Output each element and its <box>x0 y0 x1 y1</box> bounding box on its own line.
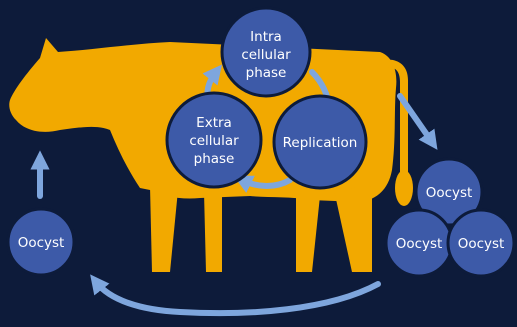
node-extra-cellular: Extra cellular phase <box>167 93 261 187</box>
node-oocyst-far-right: Oocyst <box>448 210 514 276</box>
cow-leg-front-1 <box>150 186 178 272</box>
cow-leg-hind-2 <box>334 186 372 272</box>
cow-leg-hind-1 <box>296 196 320 272</box>
extra-line-1: Extra <box>196 115 232 131</box>
cow-tail-tuft <box>395 170 413 206</box>
oocyst-left-label: Oocyst <box>18 235 65 251</box>
arrow-oocyst-to-left <box>96 282 378 313</box>
intra-line-3: phase <box>246 65 287 81</box>
node-oocyst-left: Oocyst <box>8 209 74 275</box>
intra-line-1: Intra <box>250 29 282 45</box>
oocyst-top-right-label: Oocyst <box>426 185 473 201</box>
intra-line-2: cellular <box>241 47 291 63</box>
cow-leg-front-2 <box>204 192 222 272</box>
oocyst-mid-right-label: Oocyst <box>396 236 443 252</box>
extra-line-2: cellular <box>189 133 239 149</box>
extra-line-3: phase <box>194 151 235 167</box>
node-intra-cellular: Intra cellular phase <box>222 8 310 96</box>
oocyst-far-right-label: Oocyst <box>458 236 505 252</box>
node-oocyst-mid-right: Oocyst <box>386 210 452 276</box>
node-replication: Replication <box>274 96 366 188</box>
replication-label: Replication <box>283 135 358 151</box>
